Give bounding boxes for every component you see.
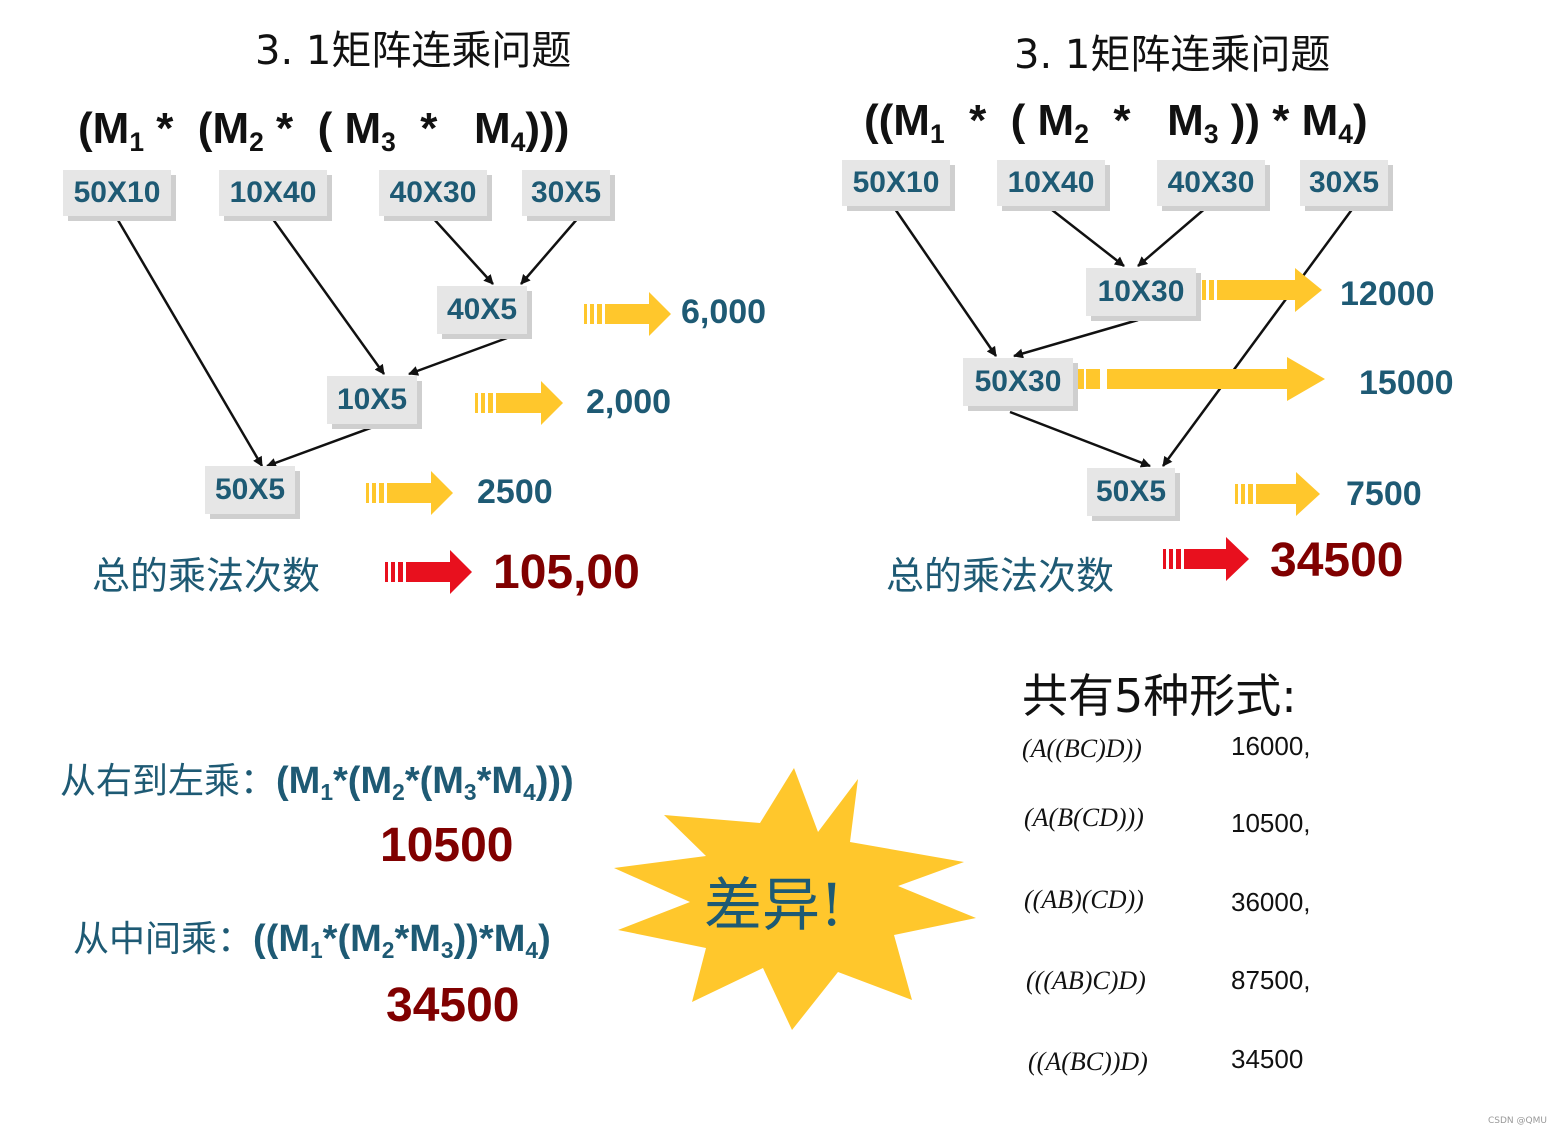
form-value-3: 36000, xyxy=(1231,887,1311,917)
left-title: 3. 1矩阵连乘问题 xyxy=(255,28,572,74)
order-rtl-label: 从右到左乘： xyxy=(60,761,277,802)
right-edge-m2 xyxy=(1046,205,1125,267)
left-dim-m1: 50X10 xyxy=(63,170,171,216)
right-edge-10x30 xyxy=(1013,318,1139,359)
right-cost-2: 15000 xyxy=(1359,364,1454,402)
right-result-10x30: 10X30 xyxy=(1086,268,1196,316)
forms-title: 共有5种形式: xyxy=(1022,669,1297,723)
left-expression: (M1 * (M2 * ( M3 * M4))) xyxy=(78,104,570,157)
order-mid-label: 从中间乘： xyxy=(73,919,254,960)
right-edge-m3 xyxy=(1137,205,1209,267)
right-edge-50x30 xyxy=(1009,410,1151,468)
left-edge-m1 xyxy=(113,214,264,467)
left-edge-m2 xyxy=(268,214,386,375)
order-rtl-expression: (M1*(M2*(M3*M4))) xyxy=(276,760,574,805)
right-edge-m1 xyxy=(891,205,998,357)
order-mid-expression: ((M1*(M2*M3))*M4) xyxy=(253,918,551,963)
arrow-cost-left-1 xyxy=(584,292,671,336)
right-dim-m4: 30X5 xyxy=(1300,160,1388,206)
form-expr-5: ((A(BC))D) xyxy=(1028,1047,1148,1076)
form-value-4: 87500, xyxy=(1231,965,1311,995)
left-dim-m2: 10X40 xyxy=(219,170,327,216)
arrow-cost-right-2 xyxy=(1068,357,1325,401)
order-mid-value: 34500 xyxy=(386,979,520,1032)
form-value-2: 10500, xyxy=(1231,808,1311,838)
left-result-40x5: 40X5 xyxy=(437,286,527,334)
left-total-label: 总的乘法次数 xyxy=(92,554,321,598)
right-dim-m2: 10X40 xyxy=(997,160,1105,206)
right-edge-m4 xyxy=(1161,203,1358,467)
left-cost-3: 2500 xyxy=(477,473,553,511)
left-cost-1: 6,000 xyxy=(681,293,767,331)
left-edge-m4 xyxy=(520,217,579,285)
arrow-cost-right-3 xyxy=(1235,472,1320,516)
right-cost-1: 12000 xyxy=(1340,275,1435,313)
watermark: CSDN @QMU xyxy=(1488,1116,1547,1126)
arrow-total-right xyxy=(1163,537,1249,581)
left-edge-40x5 xyxy=(408,336,508,376)
form-expr-4: (((AB)C)D) xyxy=(1026,966,1146,995)
right-cost-3: 7500 xyxy=(1346,475,1422,513)
left-total-value: 105,00 xyxy=(493,546,640,599)
arrow-cost-right-1 xyxy=(1202,268,1322,312)
left-result-50x5: 50X5 xyxy=(205,466,295,514)
left-result-10x5: 10X5 xyxy=(327,376,417,424)
right-result-50x5: 50X5 xyxy=(1087,468,1175,516)
form-expr-1: (A((BC)D)) xyxy=(1022,734,1142,763)
right-result-50x30: 50X30 xyxy=(963,358,1073,406)
order-rtl-value: 10500 xyxy=(380,819,514,872)
arrow-cost-left-2 xyxy=(475,381,563,425)
left-edge-10x5 xyxy=(266,421,385,468)
order-rtl-row: 从右到左乘：(M1*(M2*(M3*M4))) xyxy=(60,752,574,806)
starburst-shape xyxy=(614,768,976,1030)
form-value-1: 16000, xyxy=(1231,731,1311,761)
form-expr-3: ((AB)(CD)) xyxy=(1024,885,1144,914)
right-expression: ((M1 * ( M2 * M3 )) * M4) xyxy=(864,96,1368,149)
right-total-value: 34500 xyxy=(1270,534,1404,587)
left-dim-m3: 40X30 xyxy=(379,170,487,216)
arrow-total-left xyxy=(385,550,472,594)
right-dim-m1: 50X10 xyxy=(842,160,950,206)
arrow-cost-left-3 xyxy=(366,471,453,515)
left-dim-m4: 30X5 xyxy=(522,170,610,216)
form-expr-2: (A(B(CD))) xyxy=(1024,803,1144,832)
right-total-label: 总的乘法次数 xyxy=(886,554,1115,598)
difference-burst-text: 差异! xyxy=(704,871,844,939)
left-edge-m3 xyxy=(432,217,494,285)
right-title: 3. 1矩阵连乘问题 xyxy=(1014,32,1331,78)
form-value-5: 34500 xyxy=(1231,1044,1304,1074)
order-mid-row: 从中间乘：((M1*(M2*M3))*M4) xyxy=(73,910,551,964)
right-dim-m3: 40X30 xyxy=(1157,160,1265,206)
left-cost-2: 2,000 xyxy=(586,383,672,421)
